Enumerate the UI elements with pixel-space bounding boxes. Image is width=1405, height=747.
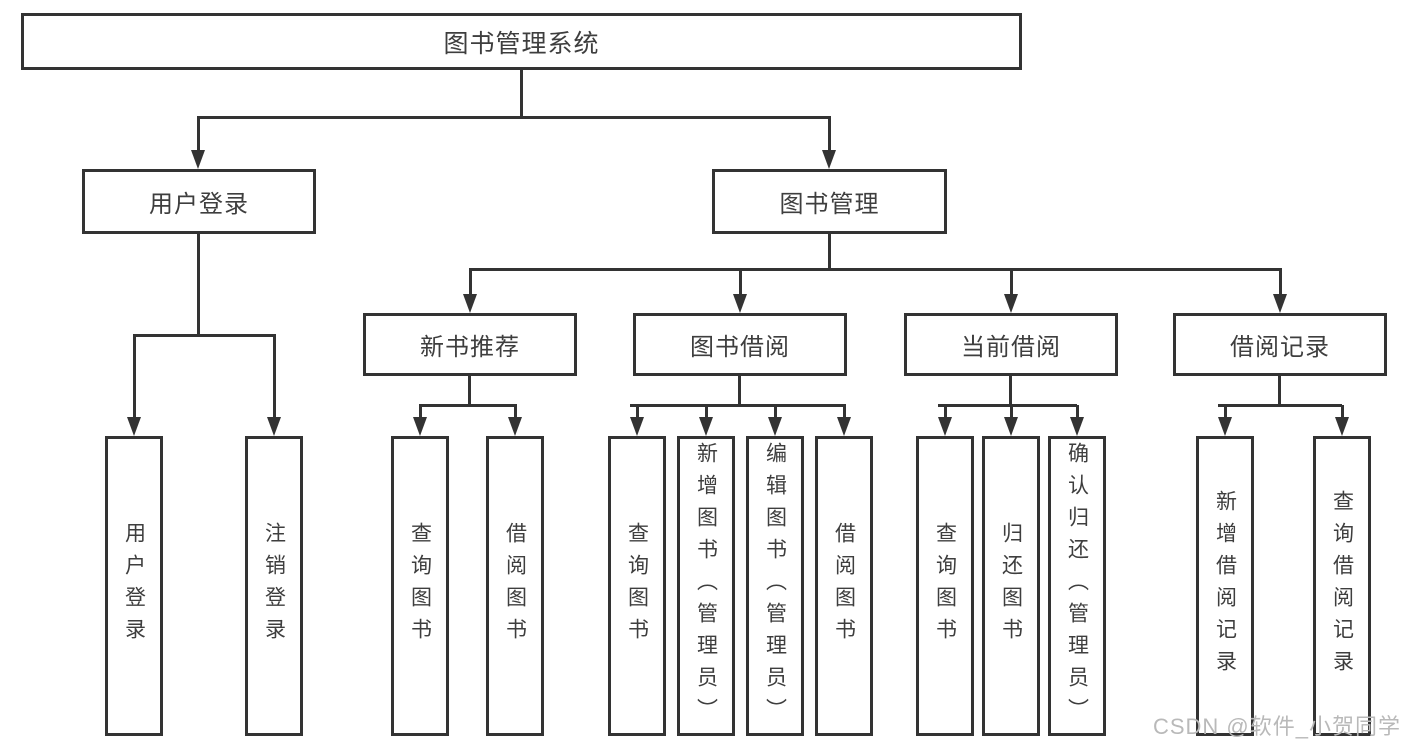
leaf-add-borrow-record-label: 新增借阅记录 bbox=[1213, 490, 1237, 682]
connector-arrow-bb-query bbox=[630, 405, 644, 436]
connector-v-book-management bbox=[828, 234, 831, 270]
connector-arrow-borrow-record bbox=[1273, 269, 1287, 313]
connector-arrow-bb-add bbox=[699, 405, 713, 436]
connector-arrow-book-management bbox=[822, 117, 836, 169]
leaf-query-borrow-record-label: 查询借阅记录 bbox=[1330, 490, 1354, 682]
leaf-borrow-query-book-label: 查询图书 bbox=[625, 522, 649, 650]
connector-h-level2 bbox=[197, 116, 831, 119]
connector-h-level3 bbox=[469, 268, 1282, 271]
connector-arrow-current-borrow bbox=[1004, 269, 1018, 313]
leaf-confirm-return-admin-label: 确认归还（管理员） bbox=[1065, 442, 1089, 730]
leaf-return-book: 归还图书 bbox=[982, 436, 1040, 736]
connector-h-user-login-children bbox=[133, 334, 276, 337]
leaf-edit-book-admin: 编辑图书（管理员） bbox=[746, 436, 804, 736]
connector-v-new-book bbox=[468, 376, 471, 407]
connector-v-root bbox=[520, 70, 523, 118]
connector-arrow-cb-return bbox=[1004, 405, 1018, 436]
node-book-borrow-label: 图书借阅 bbox=[690, 334, 790, 361]
leaf-query-borrow-record: 查询借阅记录 bbox=[1313, 436, 1371, 736]
connector-arrow-new-book bbox=[463, 269, 477, 313]
node-user-login: 用户登录 bbox=[82, 169, 316, 234]
connector-arrow-bb-edit bbox=[768, 405, 782, 436]
connector-arrow-leaf-logout bbox=[267, 335, 281, 436]
connector-arrow-bb-borrow bbox=[837, 405, 851, 436]
connector-v-book-borrow bbox=[738, 376, 741, 407]
leaf-newbook-query-book: 查询图书 bbox=[391, 436, 449, 736]
node-borrow-record-label: 借阅记录 bbox=[1230, 334, 1330, 361]
leaf-user-login: 用户登录 bbox=[105, 436, 163, 736]
node-book-borrow: 图书借阅 bbox=[633, 313, 847, 376]
connector-arrow-newbook-query bbox=[413, 405, 427, 436]
connector-v-user-login bbox=[197, 234, 200, 336]
leaf-add-borrow-record: 新增借阅记录 bbox=[1196, 436, 1254, 736]
connector-arrow-br-query bbox=[1335, 405, 1349, 436]
connector-v-current-borrow bbox=[1009, 376, 1012, 407]
leaf-borrow-book: 借阅图书 bbox=[815, 436, 873, 736]
node-book-management: 图书管理 bbox=[712, 169, 947, 234]
connector-h-book-borrow-children bbox=[630, 404, 846, 407]
leaf-user-login-label: 用户登录 bbox=[122, 522, 146, 650]
leaf-edit-book-admin-label: 编辑图书（管理员） bbox=[763, 442, 787, 730]
leaf-logout: 注销登录 bbox=[245, 436, 303, 736]
connector-h-borrow-record-children bbox=[1218, 404, 1342, 407]
connector-arrow-newbook-borrow bbox=[508, 405, 522, 436]
connector-arrow-cb-query bbox=[938, 405, 952, 436]
leaf-return-book-label: 归还图书 bbox=[999, 522, 1023, 650]
connector-arrow-leaf-user-login bbox=[127, 335, 141, 436]
leaf-current-query-book: 查询图书 bbox=[916, 436, 974, 736]
leaf-add-book-admin-label: 新增图书（管理员） bbox=[694, 442, 718, 730]
node-book-management-label: 图书管理 bbox=[779, 191, 880, 218]
leaf-newbook-borrow-book-label: 借阅图书 bbox=[503, 522, 527, 650]
leaf-newbook-borrow-book: 借阅图书 bbox=[486, 436, 544, 736]
node-new-book-recommend-label: 新书推荐 bbox=[420, 334, 520, 361]
leaf-current-query-book-label: 查询图书 bbox=[933, 522, 957, 650]
node-current-borrow-label: 当前借阅 bbox=[961, 334, 1061, 361]
connector-arrow-user-login bbox=[191, 117, 205, 169]
leaf-newbook-query-book-label: 查询图书 bbox=[408, 522, 432, 650]
connector-v-borrow-record bbox=[1278, 376, 1281, 407]
connector-h-current-borrow-children bbox=[938, 404, 1077, 407]
node-root-label: 图书管理系统 bbox=[443, 29, 600, 58]
leaf-logout-label: 注销登录 bbox=[262, 522, 286, 650]
node-root: 图书管理系统 bbox=[21, 13, 1022, 70]
node-user-login-label: 用户登录 bbox=[149, 191, 249, 218]
node-new-book-recommend: 新书推荐 bbox=[363, 313, 577, 376]
leaf-borrow-query-book: 查询图书 bbox=[608, 436, 666, 736]
csdn-watermark: CSDN @软件_小贺同学 bbox=[1152, 714, 1401, 739]
leaf-confirm-return-admin: 确认归还（管理员） bbox=[1048, 436, 1106, 736]
connector-h-new-book-children bbox=[419, 404, 517, 407]
leaf-borrow-book-label: 借阅图书 bbox=[832, 522, 856, 650]
connector-arrow-cb-confirm bbox=[1070, 405, 1084, 436]
node-current-borrow: 当前借阅 bbox=[904, 313, 1118, 376]
connector-arrow-book-borrow bbox=[733, 269, 747, 313]
node-borrow-record: 借阅记录 bbox=[1173, 313, 1387, 376]
connector-arrow-br-add bbox=[1218, 405, 1232, 436]
leaf-add-book-admin: 新增图书（管理员） bbox=[677, 436, 735, 736]
